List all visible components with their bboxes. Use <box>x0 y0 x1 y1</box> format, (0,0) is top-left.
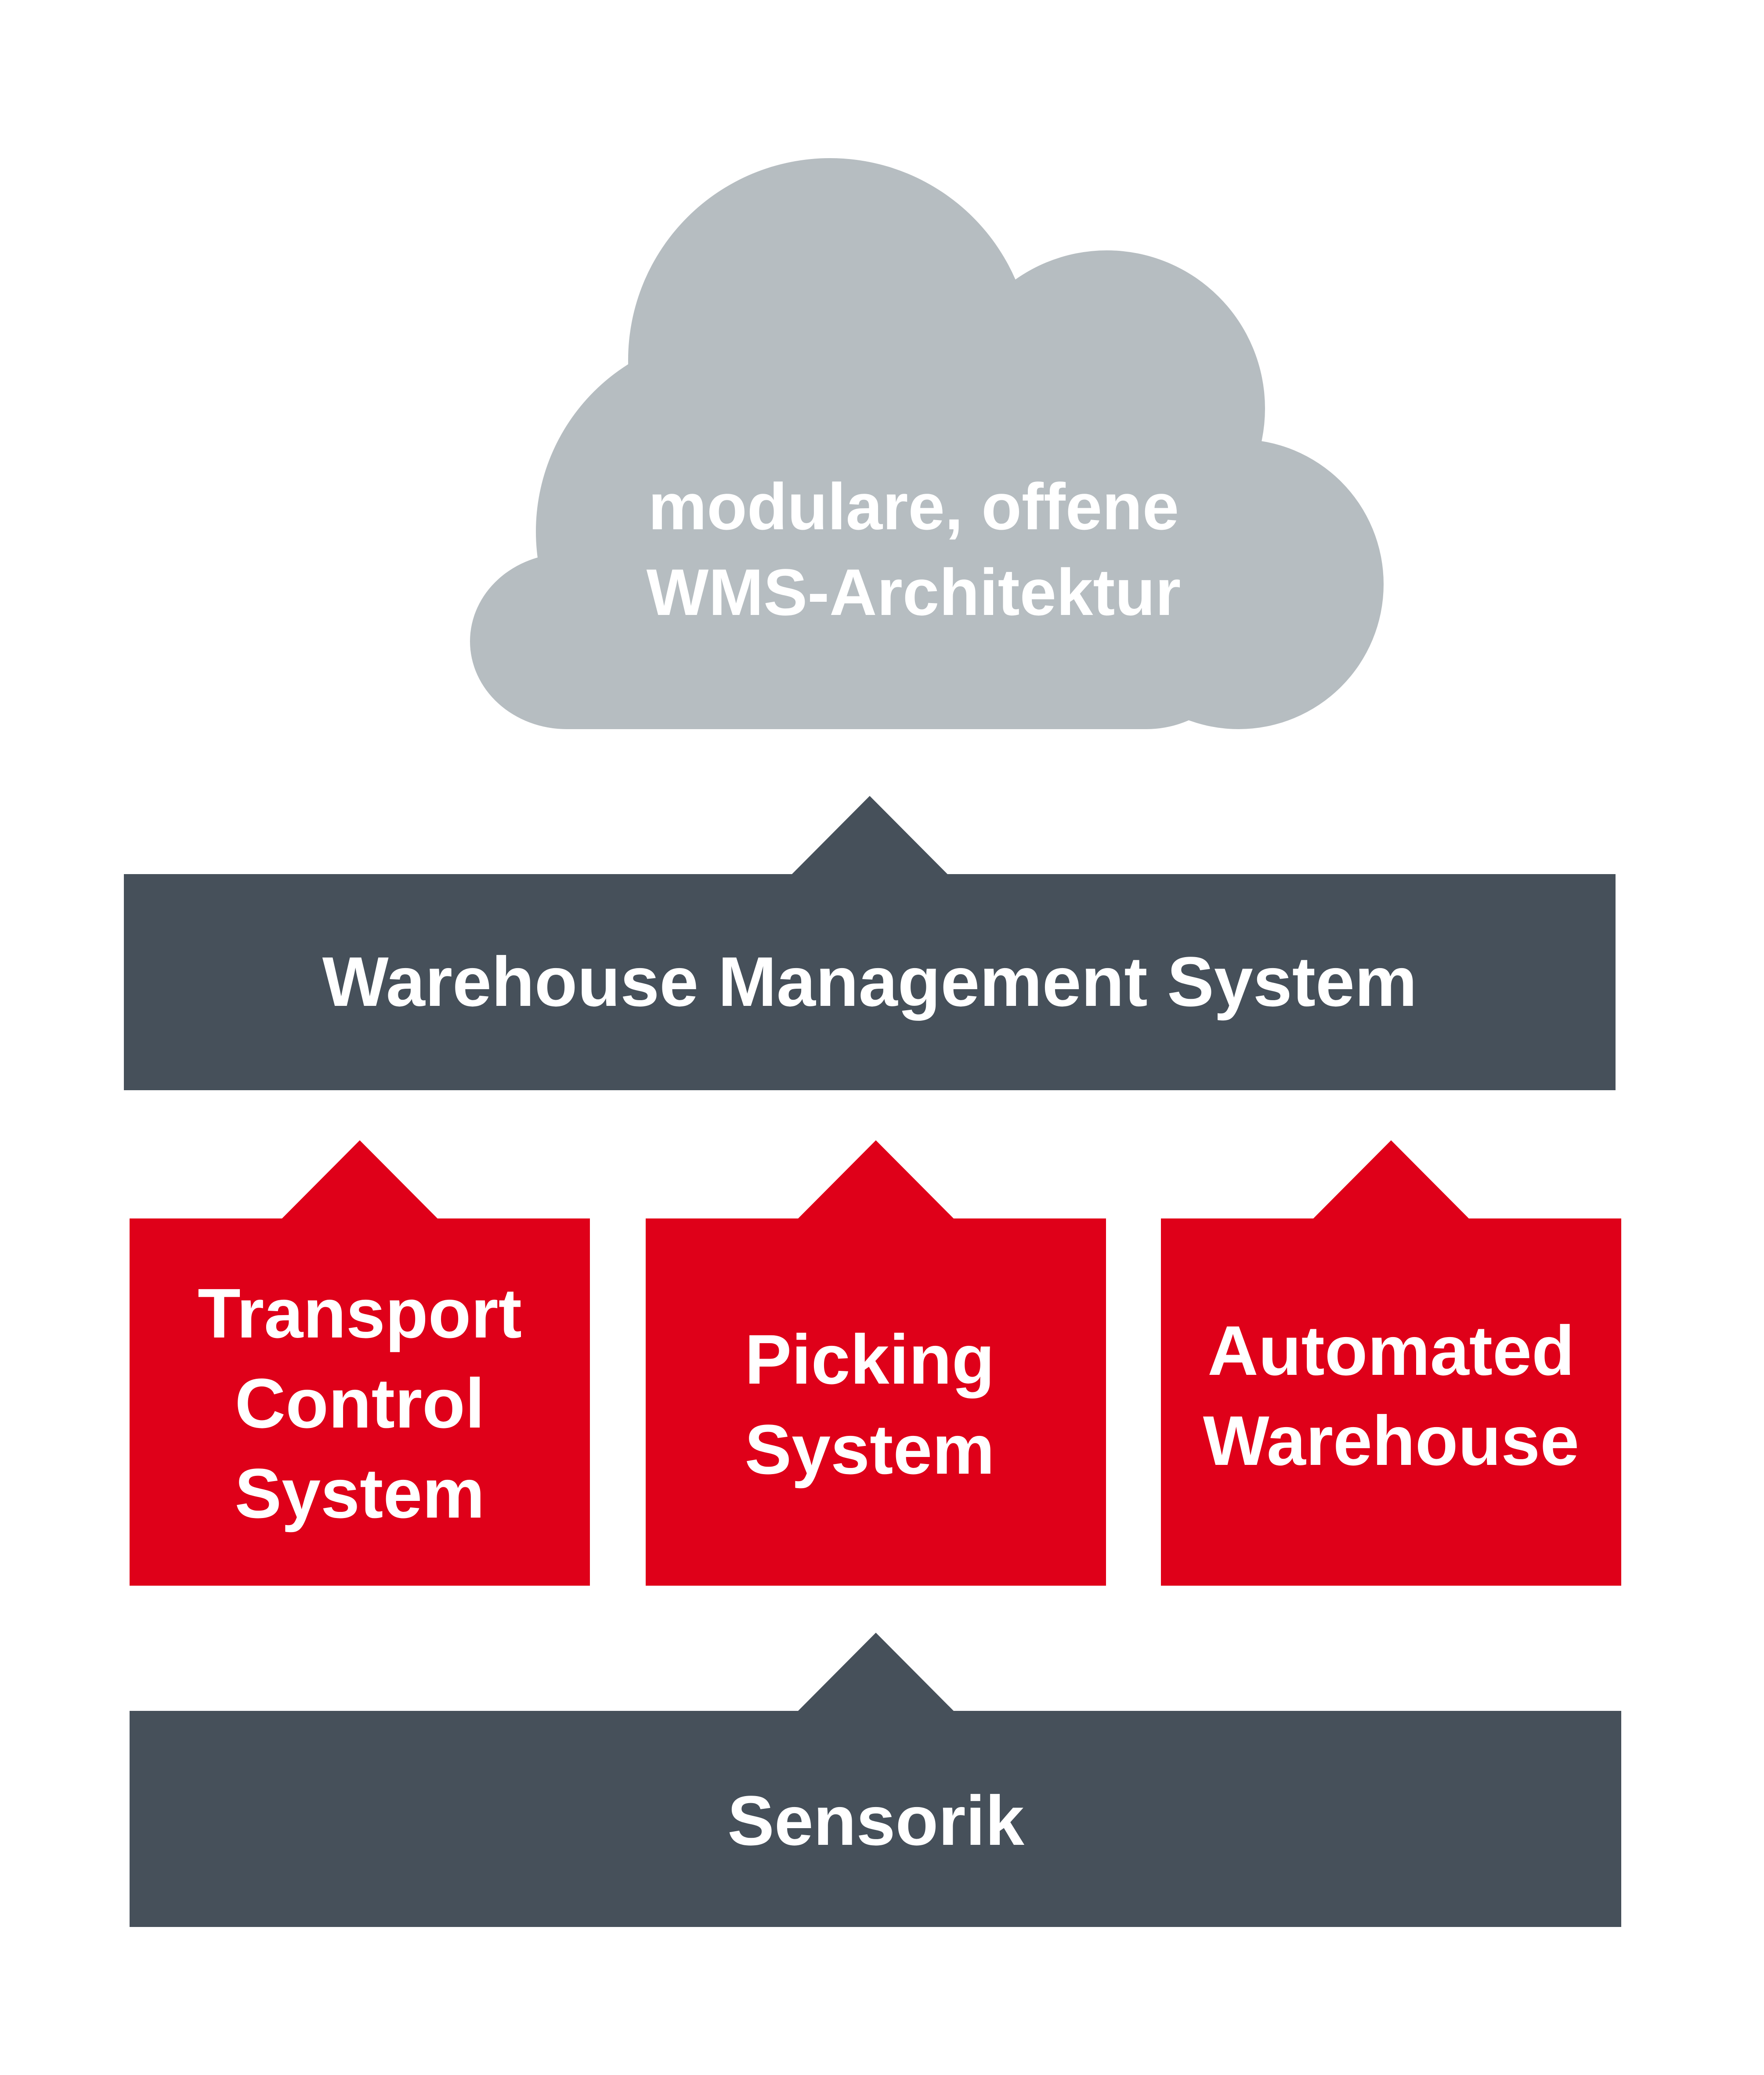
module-picking-system: Picking System <box>646 1140 1106 1586</box>
module-automated-warehouse: Automated Warehouse <box>1161 1140 1621 1586</box>
cloud-line-2: WMS-Architektur <box>647 555 1181 629</box>
wms-arrow-up <box>792 796 947 874</box>
cloud-line-1: modulare, offene <box>648 470 1179 543</box>
module-line: Automated <box>1207 1311 1575 1390</box>
module-box <box>130 1218 590 1586</box>
sensorik-bar <box>130 1711 1621 1927</box>
wms-block: Warehouse Management System <box>124 796 1616 1090</box>
module-box <box>646 1218 1106 1586</box>
module-box <box>1161 1218 1621 1586</box>
module-line: System <box>745 1410 994 1489</box>
module-arrow-up <box>282 1140 437 1218</box>
sensorik-arrow-up <box>798 1633 954 1711</box>
module-line: Transport <box>198 1274 522 1352</box>
module-arrow-up <box>1313 1140 1469 1218</box>
module-arrow-up <box>798 1140 954 1218</box>
wms-bar <box>124 874 1616 1090</box>
module-line: System <box>235 1454 484 1533</box>
sensorik-label: Sensorik <box>727 1781 1025 1860</box>
module-line: Control <box>235 1364 485 1442</box>
module-line: Picking <box>745 1320 994 1399</box>
wms-label: Warehouse Management System <box>322 942 1417 1021</box>
module-line: Warehouse <box>1203 1401 1579 1480</box>
module-transport-control-system: Transport Control System <box>130 1140 590 1586</box>
cloud-shape: modulare, offene WMS-Architektur <box>470 158 1384 729</box>
sensorik-block: Sensorik <box>130 1633 1621 1927</box>
